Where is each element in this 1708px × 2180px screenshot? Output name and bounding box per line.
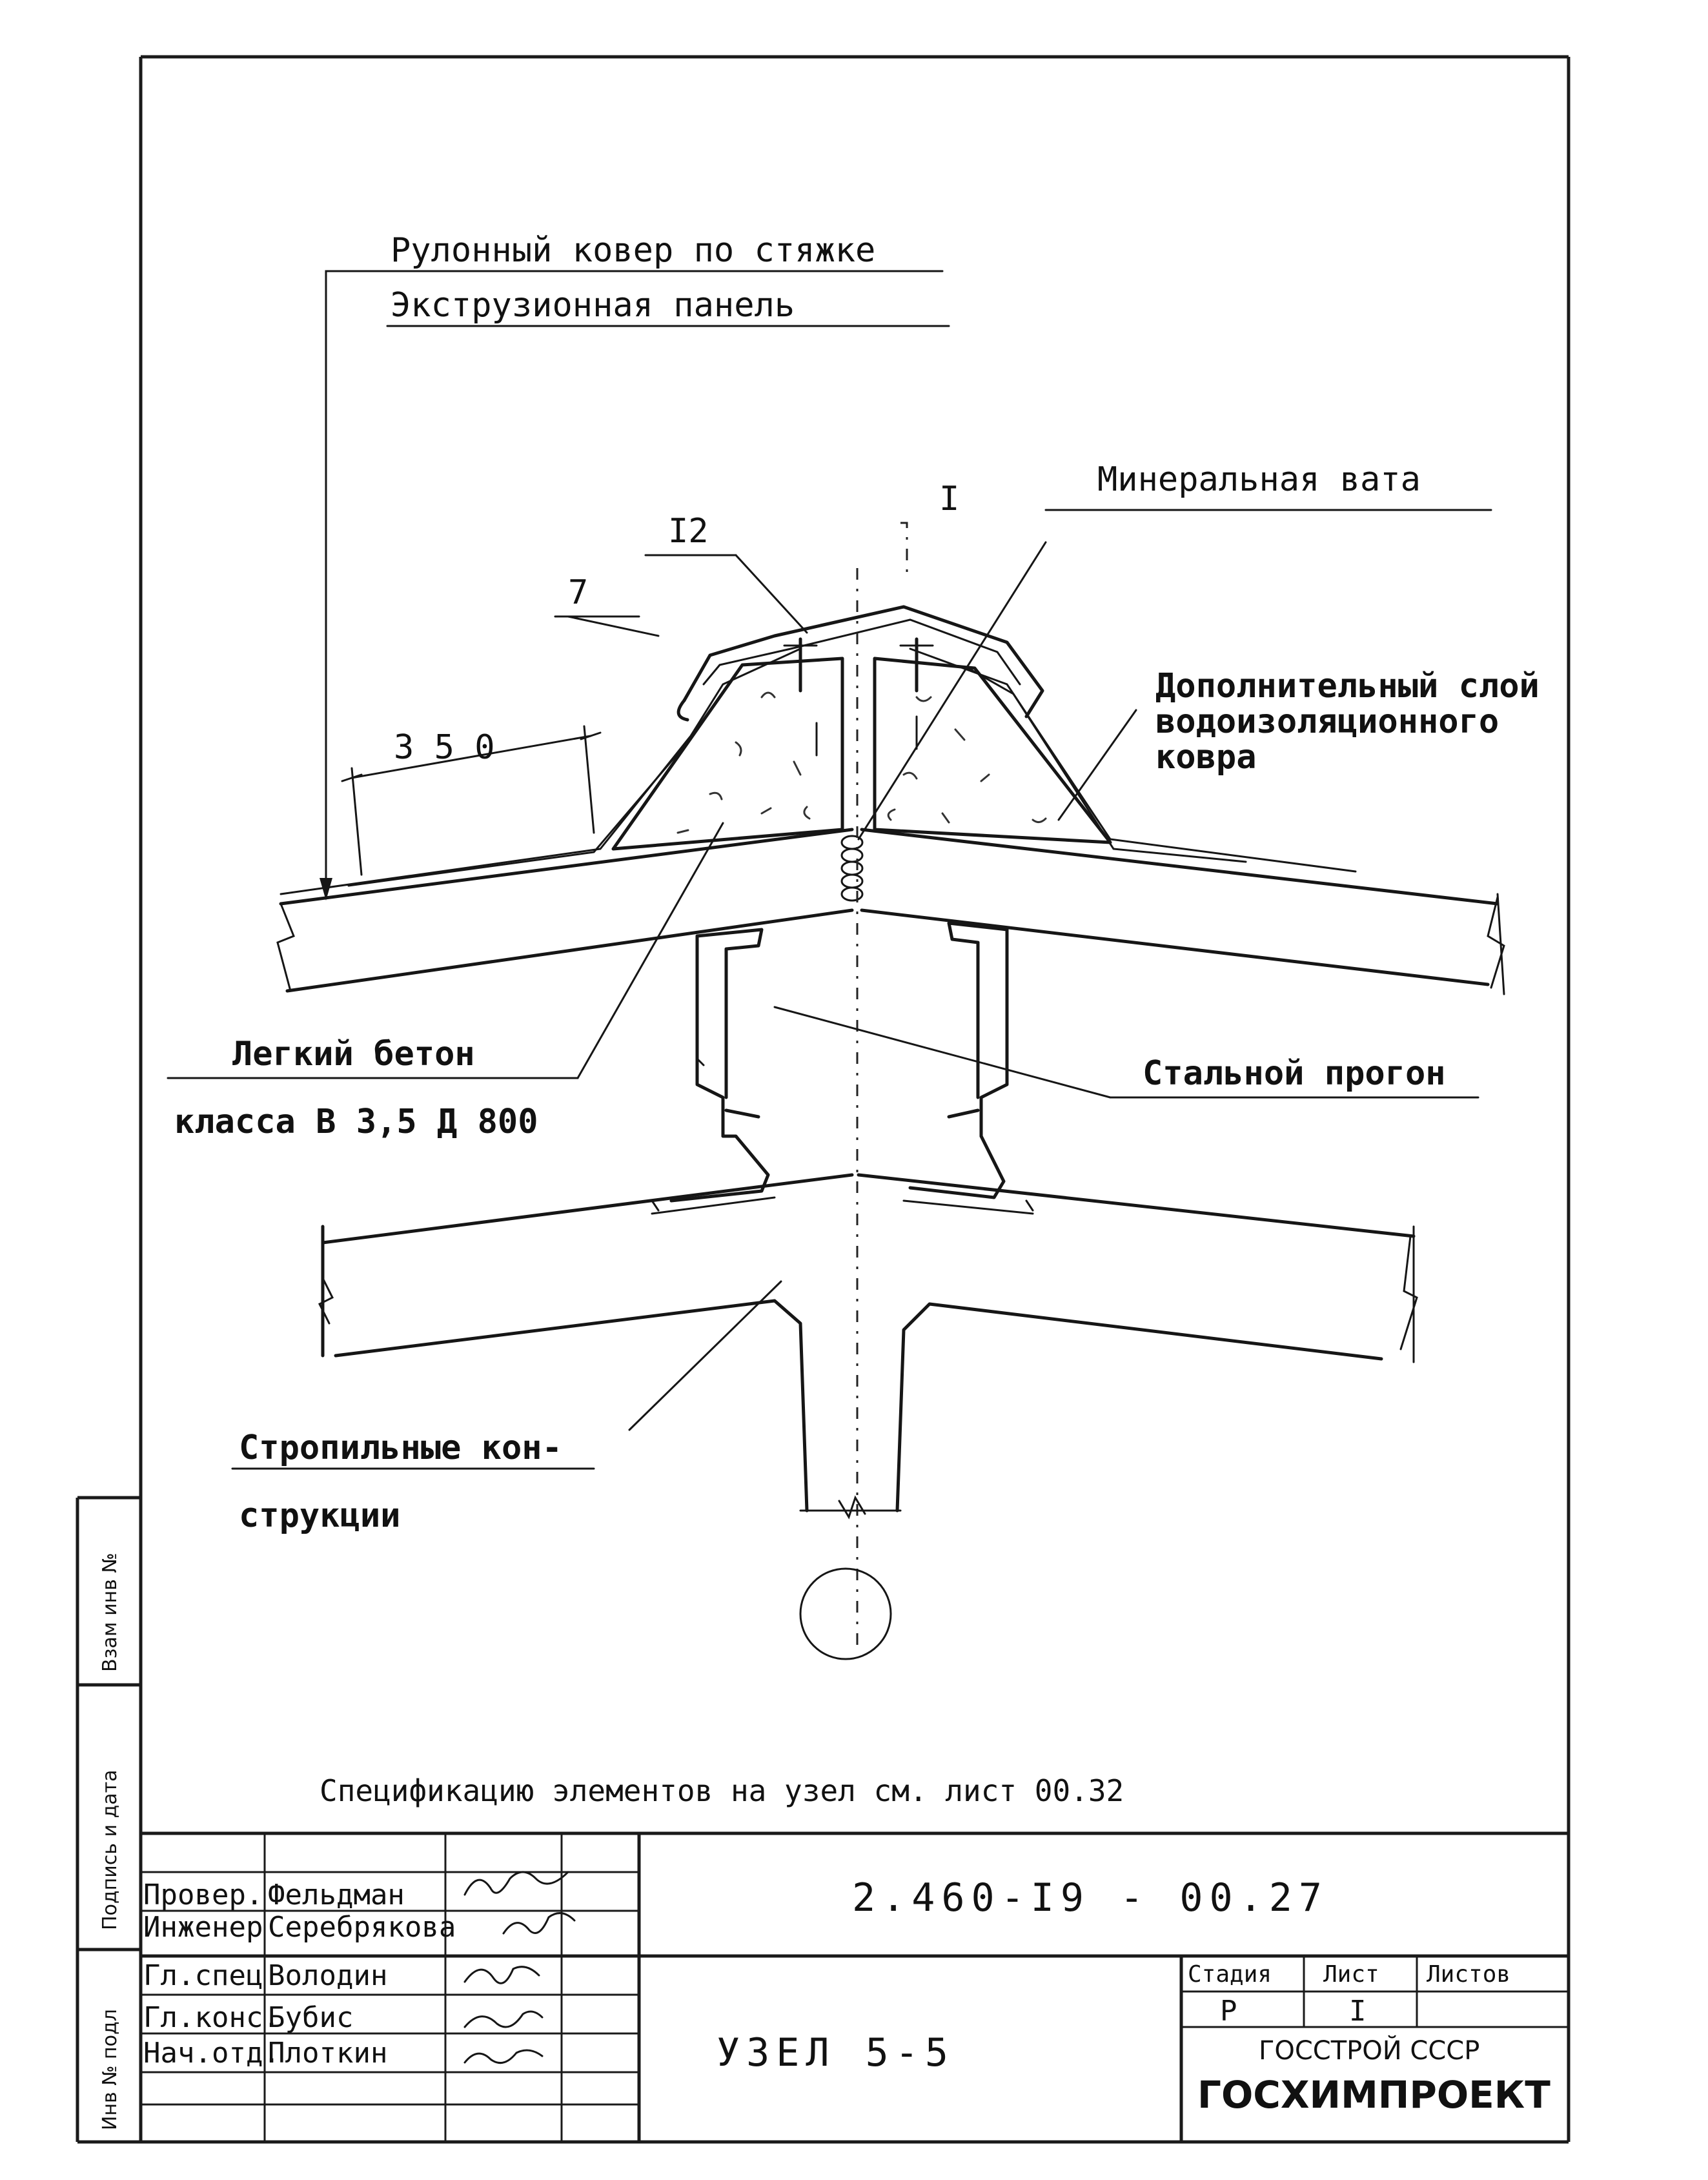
stage-value: Р — [1220, 1995, 1237, 2028]
tb-role-2: Инженер — [143, 1911, 263, 1944]
sheets-label: Листов — [1427, 1961, 1510, 1988]
sheet-frame — [76, 55, 1571, 2144]
roll-carpet-left — [280, 647, 802, 895]
steel-purlin-right — [947, 921, 1009, 1138]
label-pos-7: 7 — [568, 573, 588, 612]
label-rafter-2: струкции — [239, 1496, 400, 1535]
leader-pos-7 — [567, 615, 660, 637]
tb-name-5: Плоткин — [268, 2037, 387, 2070]
angle-right — [908, 1134, 1006, 1199]
sheet-value: I — [1349, 1995, 1367, 2028]
ridge-cap-inner — [702, 618, 1021, 686]
ridge-node-drawing — [167, 270, 1505, 1660]
label-dim-350: 3 5 0 — [394, 728, 495, 767]
panel-right-top — [860, 828, 1500, 906]
label-mineral-wool: Минеральная вата — [1097, 460, 1421, 499]
roll-carpet-right-2 — [967, 667, 1247, 863]
label-pos-12: I2 — [668, 512, 709, 551]
label-light-concrete-1: Легкий бетон — [232, 1035, 475, 1074]
leader-steel-purlin — [773, 1006, 1112, 1099]
panel-right-bottom — [860, 908, 1490, 986]
tb-role-4: Гл.конс. — [143, 2001, 280, 2034]
break-mark-rafter-right — [1399, 1235, 1418, 1350]
drawing-title: УЗЕЛ 5-5 — [717, 2030, 955, 2075]
leader-extra-layer — [1057, 709, 1137, 821]
rafter-top-right — [857, 1173, 1416, 1238]
tb-name-1: Фельдман — [268, 1879, 405, 1911]
org-line-2: ГОСХИМПРОЕКТ — [1197, 2073, 1550, 2117]
side-stamp-inv-replace: Взам инв № — [99, 1553, 121, 1672]
concrete-fill-left — [611, 657, 844, 851]
leader-light-concrete — [576, 822, 724, 1079]
roll-carpet-left-2 — [347, 741, 689, 887]
tb-name-2: Серебрякова — [268, 1911, 456, 1944]
break-mark-left — [276, 902, 295, 992]
label-rafter-1: Стропильные кон- — [239, 1429, 562, 1467]
tb-name-4: Бубис — [268, 2001, 353, 2034]
rafter-top-left — [321, 1173, 854, 1245]
spec-note: Спецификацию элементов на узел см. лист … — [320, 1773, 1124, 1808]
tb-name-3: Володин — [268, 1959, 387, 1992]
break-mark-rafter-left — [318, 1277, 334, 1325]
dimension-350 — [341, 725, 602, 876]
doc-number: 2.460-I9 - 00.27 — [852, 1875, 1328, 1920]
panel-left-top — [279, 828, 854, 906]
tb-role-3: Гл.спец — [143, 1959, 263, 1992]
leader-rafter — [628, 1280, 782, 1431]
break-mark-right — [1487, 896, 1505, 989]
panel-left-bottom — [285, 908, 854, 993]
label-extra-layer-2: водоизоляционного — [1155, 702, 1499, 741]
leader-pos-12 — [735, 554, 808, 634]
stage-label: Стадия — [1188, 1961, 1272, 1988]
ridge-cap — [682, 605, 1044, 718]
label-extra-layer-1: Дополнительный слой — [1155, 667, 1540, 706]
label-extra-layer-3: ковра — [1155, 738, 1257, 777]
label-light-concrete-2: класса В 3,5 Д 800 — [174, 1103, 538, 1141]
tb-role-1: Провер. — [143, 1879, 263, 1911]
label-steel-purlin: Стальной прогон — [1143, 1054, 1446, 1093]
tb-role-5: Нач.отд. — [143, 2037, 280, 2070]
ridge-cap-left-curl — [676, 698, 689, 722]
angle-left — [669, 1134, 770, 1203]
title-block — [141, 1831, 1569, 2142]
side-stamp-sign-date: Подпись и дата — [99, 1770, 121, 1931]
concrete-fill-right — [873, 657, 1112, 844]
rafter-left-bottom — [334, 1299, 809, 1513]
leader-arrow — [320, 878, 332, 901]
label-roll-carpet: Рулонный ковер по стяжке — [391, 231, 875, 270]
org-line-1: ГОССТРОЙ СССР — [1259, 2035, 1479, 2066]
side-stamp-inv-orig: Инв № подл — [99, 2009, 121, 2130]
signatures — [463, 1871, 576, 2064]
concrete-hatch — [676, 691, 1047, 834]
axis-bubble — [799, 1567, 892, 1660]
rafter-right-bottom — [895, 1302, 1383, 1513]
mineral-wool-joint — [840, 835, 864, 902]
steel-purlin-left — [695, 928, 764, 1138]
sheet-label: Лист — [1323, 1961, 1379, 1988]
leader-mineral-wool — [857, 541, 1047, 840]
label-extrusion-panel: Экструзионная панель — [391, 286, 795, 325]
label-section-I: I — [939, 480, 959, 518]
leader-roll-carpet — [325, 270, 944, 892]
section-mark-I — [900, 522, 908, 581]
